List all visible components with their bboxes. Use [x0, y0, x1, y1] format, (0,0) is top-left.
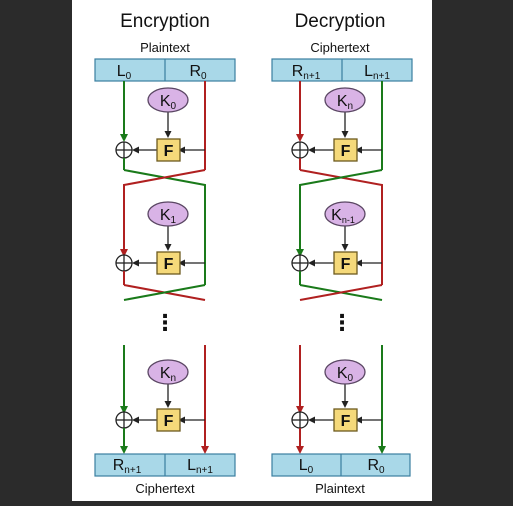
encryption-swap-green [123, 169, 206, 245]
encryption-output-left-label: Rn+1 [113, 457, 142, 476]
decryption-f-box-2 [333, 251, 358, 275]
decryption-key-label-2: Kn-1 [331, 207, 355, 225]
decryption-round-2: Kn-1 F [291, 201, 383, 301]
encryption-round-n: Kn F [115, 345, 209, 454]
decryption-title: Decryption [295, 11, 386, 32]
decryption-round-1: Kn F [291, 81, 383, 257]
decryption-f-box [333, 138, 358, 162]
decryption-swap-red-2 [299, 284, 383, 301]
decryption-f-label: F [341, 143, 351, 160]
encryption-key-ellipse [147, 87, 189, 113]
encryption-input-left-label: L0 [117, 63, 132, 82]
decryption-round-n: K0 F [291, 345, 386, 454]
decryption-swap-green [296, 169, 383, 257]
encryption-key-label-2: K1 [160, 207, 177, 226]
decryption-output-label: Plaintext [315, 481, 365, 496]
encryption-round-1: K0 F [115, 81, 206, 257]
encryption-key-ellipse-n [147, 359, 189, 385]
encryption-swap-red [120, 169, 206, 257]
decryption-f-box-n [333, 408, 358, 432]
encryption-f-label-2: F [164, 256, 174, 273]
encryption-f-label: F [164, 143, 174, 160]
decryption-input-right-label: Ln+1 [364, 63, 390, 82]
decryption-swap-red [299, 169, 383, 245]
decryption-output-right-label: R0 [367, 457, 385, 476]
encryption-title: Encryption [120, 11, 210, 32]
decryption-ellipsis: ⋮ [331, 310, 353, 335]
decryption-key-ellipse [324, 87, 366, 113]
decryption-input-label: Ciphertext [310, 40, 370, 55]
encryption-f-box-n [156, 408, 181, 432]
decryption-column: Decryption Ciphertext Rn+1 Ln+1 Kn F [271, 11, 413, 496]
encryption-input-right-label: R0 [189, 63, 207, 82]
encryption-xor-icon-n [115, 411, 133, 429]
decryption-f-label-2: F [341, 256, 351, 273]
decryption-xor-icon-2 [291, 254, 309, 272]
decryption-input-left-label: Rn+1 [292, 63, 321, 82]
encryption-round-2: K1 F [115, 201, 206, 301]
decryption-xor-icon [291, 141, 309, 159]
decryption-output-left-label: L0 [299, 457, 314, 476]
encryption-key-ellipse-2 [147, 201, 189, 227]
encryption-f-label-n: F [164, 413, 174, 430]
encryption-key-label: K0 [160, 93, 177, 112]
encryption-output-label: Ciphertext [135, 481, 195, 496]
encryption-ellipsis: ⋮ [154, 310, 176, 335]
encryption-key-label-n: Kn [160, 365, 176, 384]
decryption-xor-icon-n [291, 411, 309, 429]
encryption-xor-icon [115, 141, 133, 159]
decryption-key-ellipse-2 [324, 201, 366, 227]
encryption-output-right-label: Ln+1 [187, 457, 213, 476]
encryption-xor-icon-2 [115, 254, 133, 272]
encryption-f-box-2 [156, 251, 181, 275]
encryption-f-box [156, 138, 181, 162]
decryption-key-label-n: K0 [337, 365, 354, 384]
decryption-key-ellipse-n [324, 359, 366, 385]
encryption-input-label: Plaintext [140, 40, 190, 55]
decryption-f-label-n: F [341, 413, 351, 430]
encryption-column: Encryption Plaintext L0 R0 K0 F [94, 11, 236, 496]
encryption-swap-green-2 [123, 284, 206, 301]
decryption-key-label: Kn [337, 93, 353, 112]
